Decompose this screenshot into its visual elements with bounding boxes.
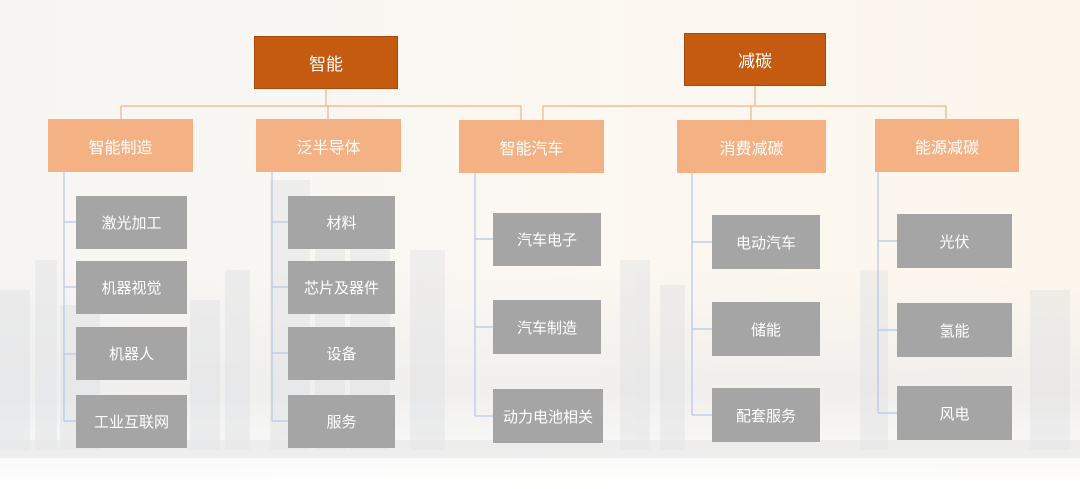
leaf-node: 电动汽车 [712,215,820,269]
category-node-energy-carbon: 能源减碳 [875,119,1019,172]
root-node-jiantan: 减碳 [684,33,826,86]
leaf-node: 设备 [288,327,395,380]
leaf-node: 配套服务 [712,388,820,442]
leaf-node: 光伏 [897,214,1012,268]
leaf-node: 汽车电子 [493,213,601,266]
leaf-node: 芯片及器件 [288,261,395,314]
category-node-consumer-carbon: 消费减碳 [677,120,826,173]
leaf-node: 机器视觉 [76,261,187,314]
root-node-zhineng: 智能 [254,36,398,89]
leaf-node: 激光加工 [76,196,187,249]
leaf-node: 材料 [288,196,395,249]
leaf-node: 风电 [897,386,1012,440]
leaf-node: 汽车制造 [493,300,601,354]
leaf-node: 服务 [288,395,395,448]
leaf-node: 氢能 [897,303,1012,357]
leaf-node: 储能 [712,302,820,356]
category-node-smart-car: 智能汽车 [459,120,604,173]
leaf-node: 机器人 [76,327,187,380]
category-node-intelligent-manufacturing: 智能制造 [48,119,193,172]
leaf-node: 动力电池相关 [493,389,603,443]
category-node-semiconductor: 泛半导体 [256,119,401,172]
leaf-node: 工业互联网 [76,395,187,448]
